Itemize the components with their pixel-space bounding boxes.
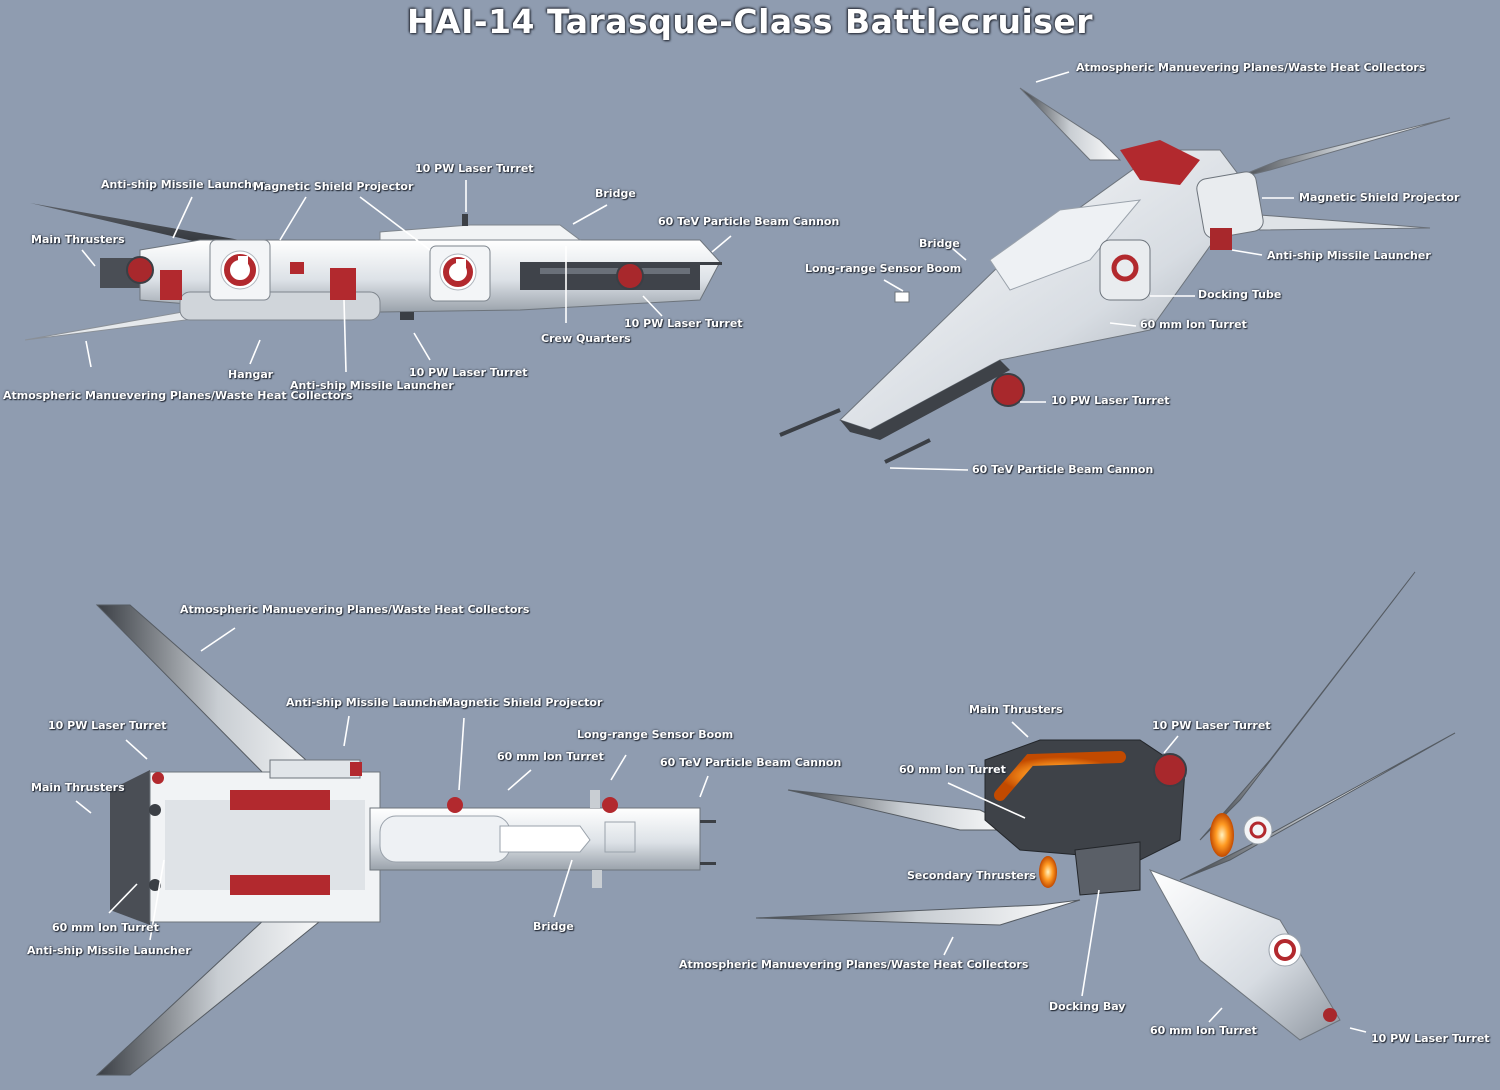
label-side-missile-launcher: Anti-ship Missile Launcher [101, 178, 265, 191]
label-side-laser-turret-top: 10 PW Laser Turret [415, 162, 534, 175]
label-side-main-thrusters: Main Thrusters [31, 233, 125, 246]
label-top-sensor-boom: Long-range Sensor Boom [577, 728, 734, 741]
label-side-laser-turret-right: 10 PW Laser Turret [624, 317, 743, 330]
label-rear-ion-turret-bottom: 60 mm Ion Turret [1150, 1024, 1257, 1037]
page-title: HAI-14 Tarasque-Class Battlecruiser [406, 2, 1094, 41]
label-top-ion-turret: 60 mm Ion Turret [497, 750, 604, 763]
label-top-missile-launcher-bottom: Anti-ship Missile Launcher [27, 944, 191, 957]
label-front-docking-tube: Docking Tube [1198, 288, 1282, 301]
label-side-crew-quarters: Crew Quarters [541, 332, 631, 345]
label-front-shield-projector: Magnetic Shield Projector [1299, 191, 1460, 204]
label-side-hangar: Hangar [228, 368, 274, 381]
label-rear-maneuvering-planes: Atmospheric Manuevering Planes/Waste Hea… [679, 958, 1029, 971]
label-front-sensor-boom: Long-range Sensor Boom [805, 262, 962, 275]
ship-side-view [24, 203, 722, 341]
label-side-maneuvering-planes: Atmospheric Manuevering Planes/Waste Hea… [3, 389, 353, 402]
label-front-missile-launcher: Anti-ship Missile Launcher [1267, 249, 1431, 262]
label-side-particle-cannon: 60 TeV Particle Beam Cannon [658, 215, 840, 228]
label-top-particle-cannon: 60 TeV Particle Beam Cannon [660, 756, 842, 769]
label-front-ion-turret: 60 mm Ion Turret [1140, 318, 1247, 331]
label-side-laser-turret-bottom: 10 PW Laser Turret [409, 366, 528, 379]
label-top-missile-launcher: Anti-ship Missile Launcher [286, 696, 450, 709]
leader-lines [75, 71, 1367, 1033]
label-rear-laser-turret-top: 10 PW Laser Turret [1152, 719, 1271, 732]
label-top-shield-projector: Magnetic Shield Projector [442, 696, 603, 709]
label-front-bridge: Bridge [919, 237, 960, 250]
label-top-ion-turret-bottom: 60 mm Ion Turret [52, 921, 159, 934]
label-top-bridge: Bridge [533, 920, 574, 933]
label-rear-ion-turret-top: 60 mm Ion Turret [899, 763, 1006, 776]
label-rear-docking-bay: Docking Bay [1049, 1000, 1126, 1013]
label-top-main-thrusters: Main Thrusters [31, 781, 125, 794]
label-front-maneuvering-planes: Atmospheric Manuevering Planes/Waste Hea… [1076, 61, 1426, 74]
label-side-bridge: Bridge [595, 187, 636, 200]
label-top-maneuvering-planes: Atmospheric Manuevering Planes/Waste Hea… [180, 603, 530, 616]
ship-top-view [95, 604, 716, 1076]
ship-perspective-front-view [779, 87, 1451, 464]
label-side-shield-projector: Magnetic Shield Projector [253, 180, 414, 193]
label-front-laser-turret: 10 PW Laser Turret [1051, 394, 1170, 407]
label-side-missile-launcher-bottom: Anti-ship Missile Launcher [290, 379, 454, 392]
ship-perspective-rear-view [755, 571, 1456, 1041]
label-rear-laser-turret-bottom: 10 PW Laser Turret [1371, 1032, 1490, 1045]
label-rear-secondary-thrusters: Secondary Thrusters [907, 869, 1036, 882]
label-front-particle-cannon: 60 TeV Particle Beam Cannon [972, 463, 1154, 476]
label-rear-main-thrusters: Main Thrusters [969, 703, 1063, 716]
label-top-laser-turret: 10 PW Laser Turret [48, 719, 167, 732]
